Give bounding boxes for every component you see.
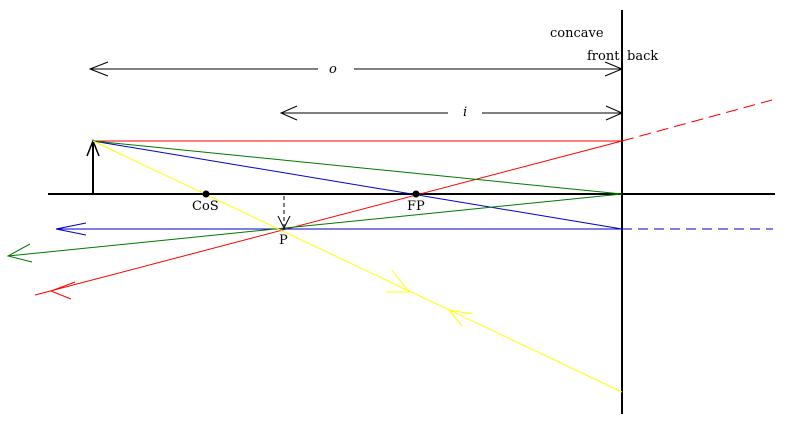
image-distance-dimension: i	[279, 105, 624, 121]
object-distance-label: o	[329, 62, 337, 77]
focal-point-label: FP	[407, 199, 425, 214]
front-label: front	[587, 49, 620, 64]
point-p-label: P	[279, 233, 288, 248]
ray-vertex-arrowhead	[6, 243, 33, 263]
image-distance-label: i	[463, 105, 467, 120]
right-arrowhead	[605, 105, 624, 121]
focal-point-dot	[412, 190, 420, 198]
left-arrowhead	[88, 61, 109, 77]
ray-parallel	[34, 99, 773, 300]
ray-focal-arrowhead	[55, 222, 87, 236]
object-distance-dimension: o	[88, 61, 624, 77]
ray-center-arrowhead-up	[447, 309, 474, 327]
object-arrow	[86, 138, 100, 194]
ray-vertex	[6, 140, 623, 263]
ray-parallel-virtual-extension	[621, 99, 773, 142]
right-arrowhead	[604, 61, 624, 77]
back-label: back	[627, 49, 658, 64]
mirror-type-label: concave	[550, 26, 604, 41]
center-of-sphere-label: CoS	[192, 199, 219, 214]
center-of-sphere-point	[202, 190, 210, 198]
image-arrowhead	[277, 215, 291, 230]
ray-center-arrowhead-down	[386, 269, 411, 293]
ray-parallel-arrowhead	[49, 281, 76, 300]
left-arrowhead	[279, 105, 298, 121]
ray-center	[92, 140, 623, 393]
ray-focal	[55, 140, 773, 236]
